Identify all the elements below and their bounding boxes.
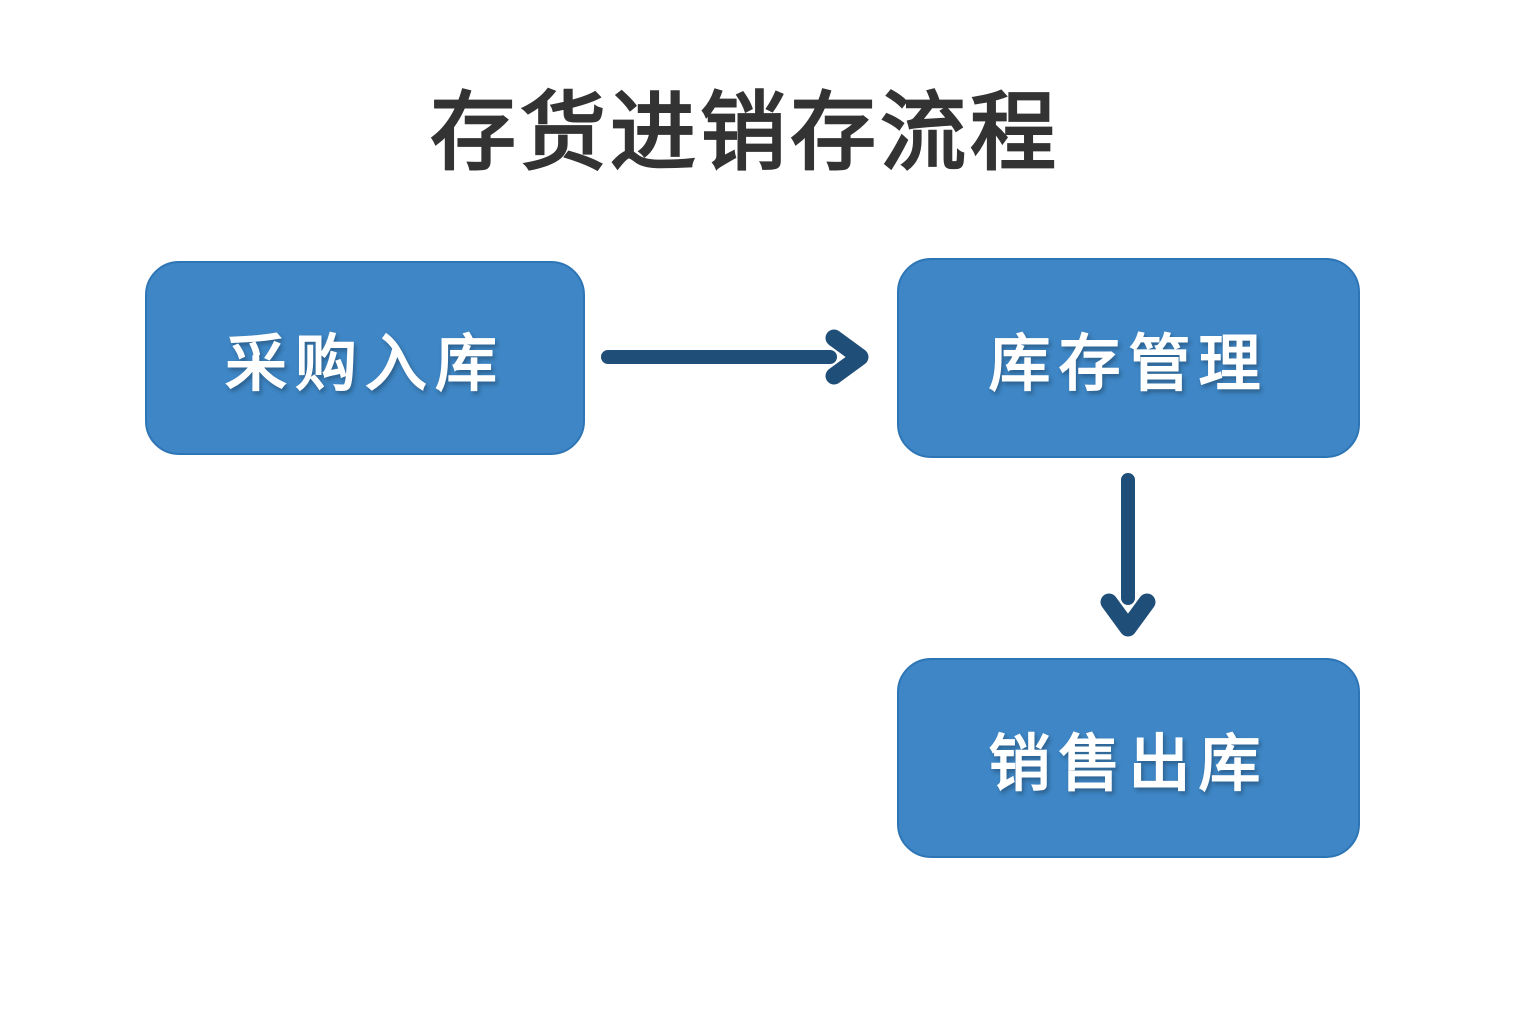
arrow-right-icon [601,329,869,385]
node-inventory-management-label: 库存管理 [988,330,1269,399]
node-purchase-inbound-label: 采购入库 [224,330,505,399]
node-sales-outbound-label: 销售出库 [988,730,1269,799]
arrow-down-icon [1100,473,1156,637]
diagram-title: 存货进销存流程 [430,85,1060,181]
node-purchase-inbound: 采购入库 [145,261,585,455]
node-sales-outbound: 销售出库 [897,658,1360,858]
node-inventory-management: 库存管理 [897,258,1360,458]
